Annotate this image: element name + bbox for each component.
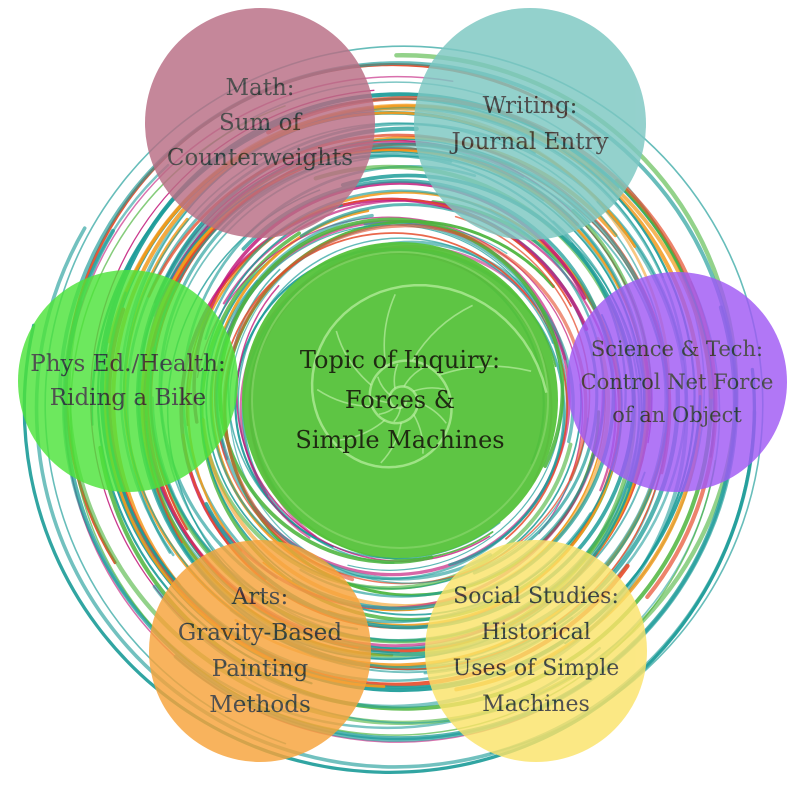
center-label-line-2: Forces & <box>344 386 456 414</box>
center-disc-rim <box>251 251 549 549</box>
math-node: Math: Sum of Counterweights <box>145 8 375 238</box>
social-label-line-3: Uses of Simple <box>452 656 620 681</box>
nautilus-chamber <box>383 293 396 367</box>
nautilus-chamber <box>337 419 386 442</box>
phys-ed-node: Phys Ed./Health: Riding a Bike <box>18 270 238 492</box>
center-topic-node: Topic of Inquiry: Forces & Simple Machin… <box>245 245 555 555</box>
nautilus-chamber <box>403 366 425 387</box>
science-label-line-3: of an Object <box>612 402 742 427</box>
social-label-line-4: Machines <box>482 692 590 717</box>
science-label-line-2: Control Net Force <box>580 369 774 394</box>
swirl-stroke <box>218 217 565 564</box>
swirl-stroke <box>218 232 568 540</box>
arts-label-line-3: Painting <box>211 656 309 682</box>
nautilus-chamber <box>378 406 396 415</box>
nautilus-chamber <box>380 422 402 464</box>
swirl-stroke <box>200 417 573 591</box>
social-label-line-2: Historical <box>481 620 591 645</box>
writing-label-line-2: Journal Entry <box>451 129 609 155</box>
arts-label-line-4: Methods <box>209 692 311 718</box>
nautilus-chamber <box>413 414 424 454</box>
science-label-line-1: Science & Tech: <box>590 336 764 361</box>
nautilus-chamber <box>411 304 473 362</box>
math-label-line-2: Sum of <box>218 109 302 136</box>
nautilus-chamber <box>377 376 391 396</box>
phys-ed-label-line-2: Riding a Bike <box>49 385 207 411</box>
nautilus-chamber <box>335 330 372 386</box>
arts-node: Arts: Gravity-Based Painting Methods <box>149 540 371 762</box>
nautilus-chamber <box>371 396 391 404</box>
nautilus-chamber <box>412 387 445 393</box>
writing-node: Writing: Journal Entry <box>414 8 646 240</box>
center-core <box>242 242 558 558</box>
center-label-line-3: Simple Machines <box>295 426 505 454</box>
phys-ed-label-line-1: Phys Ed./Health: <box>30 351 226 377</box>
swirl-stroke <box>44 45 764 754</box>
nautilus-chamber <box>316 388 373 408</box>
nautilus-spiral <box>310 284 548 469</box>
swirl-stroke <box>22 323 756 774</box>
nautilus-chamber <box>393 363 399 389</box>
writing-label-line-1: Writing: <box>482 93 578 119</box>
social-label-line-1: Social Studies: <box>453 584 619 609</box>
math-label-line-3: Counterweights <box>166 144 354 171</box>
center-disc <box>242 242 558 558</box>
social-studies-node: Social Studies: Historical Uses of Simpl… <box>425 540 647 762</box>
arts-label-line-2: Gravity-Based <box>177 620 343 646</box>
science-tech-node: Science & Tech: Control Net Force of an … <box>567 272 787 492</box>
nautilus-chamber <box>393 407 402 423</box>
nautilus-chamber <box>438 365 532 376</box>
math-label-line-1: Math: <box>225 74 295 101</box>
center-label-line-1: Topic of Inquiry: <box>299 346 501 374</box>
nautilus-chamber <box>417 401 447 424</box>
arts-label-line-1: Arts: <box>231 584 289 610</box>
